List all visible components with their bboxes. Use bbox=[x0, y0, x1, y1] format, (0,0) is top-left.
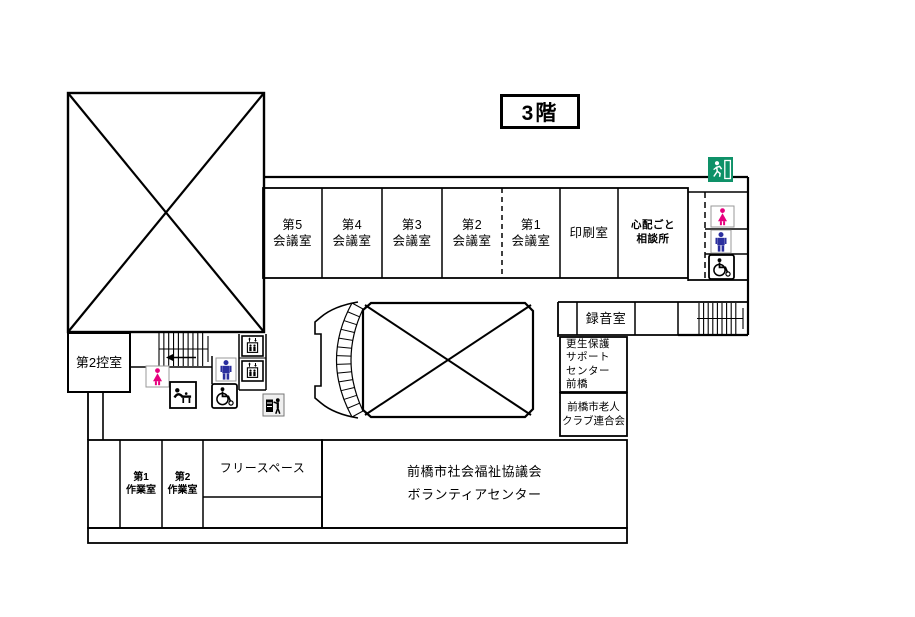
stairs-east-icon bbox=[697, 303, 744, 334]
room-label-workshop-2: 第2 作業室 bbox=[167, 471, 198, 496]
emergency-exit-icon bbox=[707, 156, 734, 183]
elevator-icon bbox=[241, 360, 264, 382]
female-toilet-icon bbox=[145, 365, 170, 388]
restroom-partitions bbox=[687, 191, 748, 281]
room-label-rehab-center: 更生保護 サポート センター 前橋 bbox=[566, 338, 610, 390]
room-label-meeting-3: 第3 会議室 bbox=[392, 217, 432, 249]
room-dividers bbox=[321, 188, 619, 278]
hall-void bbox=[361, 301, 535, 419]
room-label-meeting-4: 第4 会議室 bbox=[332, 217, 372, 249]
waste-disposal-icon bbox=[261, 392, 286, 418]
accessible-toilet-icon bbox=[211, 383, 238, 409]
elderly-club-outline bbox=[559, 392, 628, 437]
room-label-counseling: 心配ごと 相談所 bbox=[631, 219, 675, 245]
room-label-recording: 録音室 bbox=[585, 310, 627, 326]
male-toilet-icon bbox=[710, 229, 732, 254]
main-hall-outline bbox=[66, 91, 266, 334]
recording-room-block bbox=[557, 301, 748, 337]
elevator-icon bbox=[241, 335, 264, 357]
main-hall-cross bbox=[67, 92, 265, 333]
core-partitions bbox=[130, 334, 267, 391]
meeting-room-block-outline bbox=[262, 187, 689, 279]
room-label-waiting-2: 第2控室 bbox=[75, 354, 123, 370]
southwest-corridor bbox=[87, 392, 104, 440]
stage-fan bbox=[314, 301, 364, 419]
waiting-room-2-outline bbox=[67, 332, 131, 393]
rehab-center-outline bbox=[559, 336, 628, 393]
room-label-meeting-5: 第5 会議室 bbox=[272, 217, 312, 249]
floor-title: 3階 bbox=[500, 94, 580, 129]
male-toilet-icon bbox=[215, 357, 237, 382]
room-label-meeting-2: 第2 会議室 bbox=[452, 217, 492, 249]
baby-changing-icon bbox=[168, 380, 198, 410]
room-label-workshop-1: 第1 作業室 bbox=[126, 471, 156, 496]
room-label-elderly-club: 前橋市老人 クラブ連合会 bbox=[562, 400, 625, 427]
walls bbox=[66, 91, 750, 544]
room-label-volunteer-center: 前橋市社会福祉協議会 ボランティアセンター bbox=[406, 464, 542, 502]
stairs-west-icon bbox=[158, 332, 209, 366]
female-toilet-icon bbox=[710, 205, 735, 228]
workshop-dividers bbox=[119, 440, 322, 528]
room-label-meeting-1: 第1 会議室 bbox=[511, 217, 551, 249]
room-label-free-space: フリースペース bbox=[219, 460, 306, 475]
south-corridor-band bbox=[87, 527, 628, 544]
accessible-toilet-icon bbox=[708, 254, 735, 280]
room-label-print: 印刷室 bbox=[569, 225, 609, 240]
